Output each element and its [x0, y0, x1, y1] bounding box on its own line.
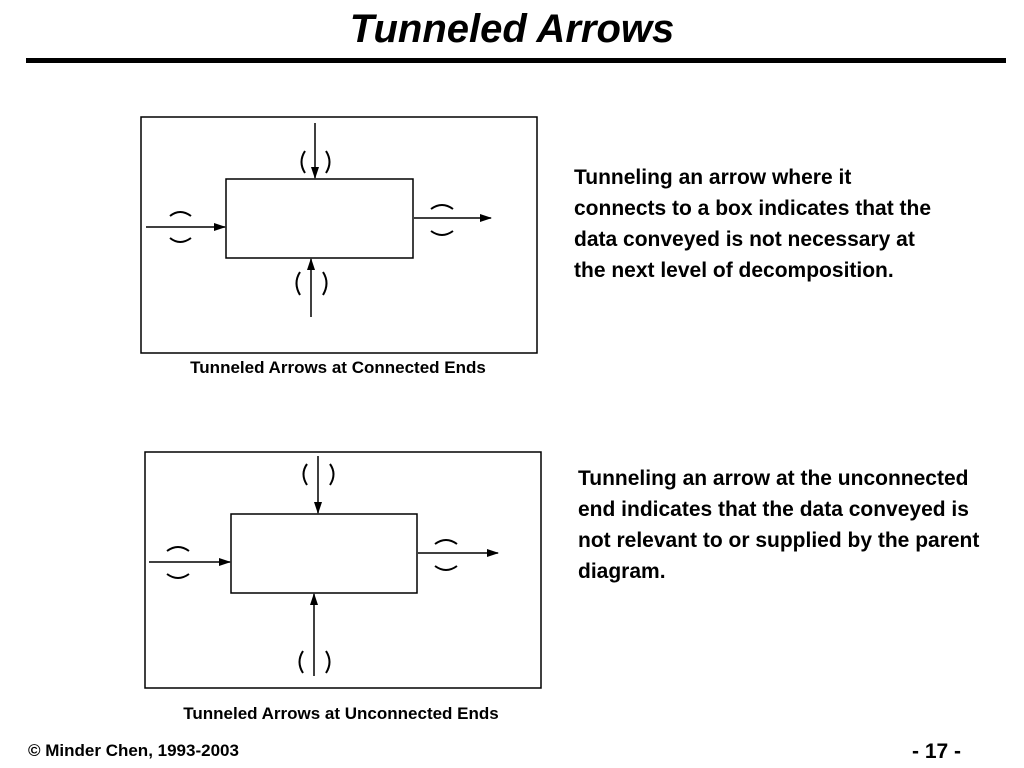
copyright-footer: © Minder Chen, 1993-2003: [28, 741, 239, 760]
diagram-description: Tunneling an arrow at the unconnected en…: [578, 467, 980, 583]
slide-title: Tunneled Arrows: [349, 7, 675, 51]
diagram-description: Tunneling an arrow where it connects to …: [574, 166, 932, 282]
diagram-caption: Tunneled Arrows at Connected Ends: [190, 358, 486, 377]
title-underline: [26, 58, 1006, 63]
tunnel-parenthesis-icon: [300, 150, 331, 174]
frame: [144, 451, 542, 689]
tunnel-parenthesis-icon: [295, 271, 328, 296]
tunnel-parenthesis-icon: [430, 204, 454, 236]
diagram-caption: Tunneled Arrows at Unconnected Ends: [183, 704, 499, 723]
activity-box: [230, 513, 418, 594]
diagram-connected-ends: [140, 116, 538, 354]
activity-box: [225, 178, 414, 259]
frame: [140, 116, 538, 354]
tunnel-parenthesis-icon: [434, 539, 458, 571]
tunnel-parenthesis-icon: [169, 211, 192, 243]
tunnel-parenthesis-icon: [302, 463, 335, 486]
tunnel-parenthesis-icon: [298, 650, 331, 674]
diagram-unconnected-ends: [144, 451, 542, 689]
tunnel-parenthesis-icon: [166, 546, 190, 579]
page-number: - 17 -: [912, 740, 962, 763]
